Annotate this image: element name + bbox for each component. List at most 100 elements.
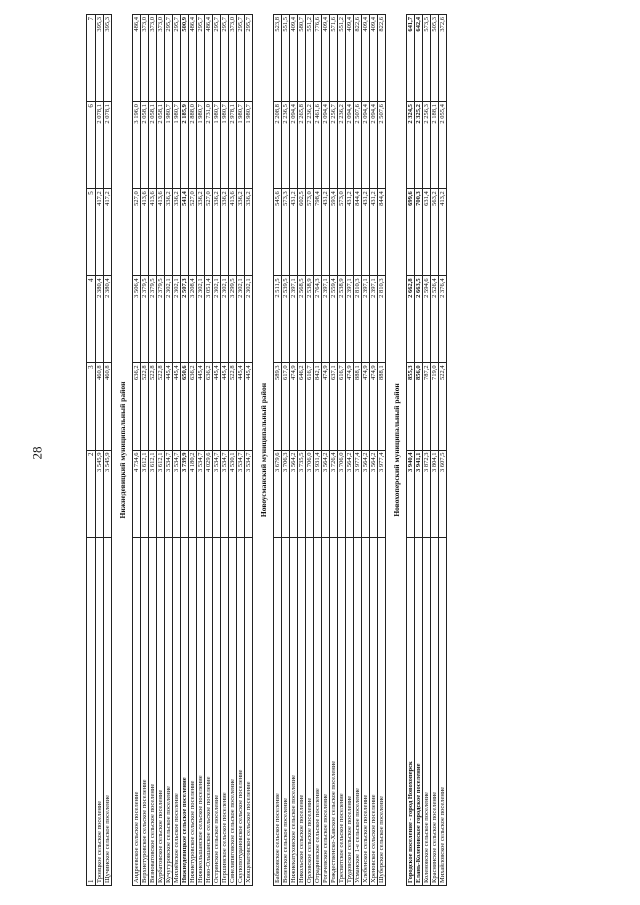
value-cell: 2 094,4 bbox=[289, 101, 298, 189]
value-cell: 373,0 bbox=[228, 14, 237, 102]
value-cell: 2 094,4 bbox=[345, 101, 354, 189]
settlement-name-cell: Городское поселение - город Новохоперск bbox=[406, 537, 415, 886]
value-cell: 417,2 bbox=[95, 188, 104, 276]
value-cell: 445,4 bbox=[164, 362, 173, 451]
value-cell: 3 545,9 bbox=[95, 450, 104, 538]
settlement-name-cell: Верхнетуровское сельское поселение bbox=[140, 537, 149, 886]
value-cell: 2 397,1 bbox=[369, 275, 378, 363]
value-cell: 719,0 bbox=[430, 362, 439, 451]
value-cell: 2 302,1 bbox=[196, 275, 205, 363]
value-cell: 336,2 bbox=[236, 188, 245, 276]
value-cell: 1 980,7 bbox=[196, 101, 205, 189]
value-cell: 3 564,2 bbox=[345, 450, 354, 538]
value-cell: 551,2 bbox=[337, 14, 346, 102]
value-cell: 3 679,6 bbox=[273, 450, 282, 538]
value-cell: 776,6 bbox=[313, 14, 322, 102]
value-cell: 2 511,5 bbox=[273, 275, 282, 363]
value-cell: 2 302,1 bbox=[212, 275, 221, 363]
settlement-name-cell: Хвощеватовское сельское поселение bbox=[244, 537, 253, 886]
value-cell: 636,2 bbox=[204, 362, 213, 451]
value-cell: 580,7 bbox=[297, 14, 306, 102]
value-cell: 617,0 bbox=[281, 362, 290, 451]
value-cell: 2 380,4 bbox=[103, 275, 112, 363]
settlement-name-cell: 1 bbox=[86, 537, 96, 886]
value-cell: 417,2 bbox=[103, 188, 112, 276]
value-cell: 2 302,1 bbox=[164, 275, 173, 363]
value-cell: 1 980,7 bbox=[164, 101, 173, 189]
value-cell: 409,4 bbox=[345, 14, 354, 102]
settlement-name-cell: Кучугуровское сельское поселение bbox=[164, 537, 173, 886]
value-cell: 6 bbox=[86, 101, 96, 189]
value-cell: 2 265,8 bbox=[297, 101, 306, 189]
value-cell: 563,2 bbox=[430, 188, 439, 276]
value-cell: 3 940,4 bbox=[406, 450, 415, 538]
value-cell: 3 564,2 bbox=[369, 450, 378, 538]
value-cell: 2 236,2 bbox=[337, 101, 346, 189]
value-cell: 2 302,1 bbox=[236, 275, 245, 363]
value-cell: 409,4 bbox=[369, 14, 378, 102]
value-cell: 395,3 bbox=[103, 14, 112, 102]
value-cell: 295,7 bbox=[244, 14, 253, 102]
value-cell: 3 564,2 bbox=[361, 450, 370, 538]
value-cell: 445,4 bbox=[244, 362, 253, 451]
value-cell: 3 706,0 bbox=[305, 450, 314, 538]
value-cell: 573,3 bbox=[281, 188, 290, 276]
value-cell: 3 506,4 bbox=[132, 275, 141, 363]
value-cell: 573,0 bbox=[337, 188, 346, 276]
value-cell: 373,0 bbox=[140, 14, 149, 102]
settlement-name-cell: Курбатовское сельское поселение bbox=[156, 537, 165, 886]
value-cell: 3 564,2 bbox=[321, 450, 330, 538]
value-cell: 2 302,1 bbox=[244, 275, 253, 363]
value-cell: 431,2 bbox=[345, 188, 354, 276]
value-cell: 3 612,1 bbox=[148, 450, 157, 538]
settlement-name-cell: Андреевское сельское поселение bbox=[132, 537, 141, 886]
value-cell: 844,4 bbox=[377, 188, 386, 276]
value-cell: 295,7 bbox=[172, 14, 181, 102]
value-cell: 3 706,3 bbox=[281, 450, 290, 538]
value-cell: 3 931,4 bbox=[313, 450, 322, 538]
value-cell: 798,4 bbox=[313, 188, 322, 276]
value-cell: 822,6 bbox=[353, 14, 362, 102]
value-cell: 3 534,7 bbox=[196, 450, 205, 538]
value-cell: 589,3 bbox=[273, 362, 282, 451]
value-cell: 3 977,4 bbox=[377, 450, 386, 538]
value-cell: 460,8 bbox=[95, 362, 104, 451]
value-cell: 409,4 bbox=[289, 14, 298, 102]
value-cell: 2 663,5 bbox=[414, 275, 423, 363]
value-cell: 3 196,0 bbox=[132, 101, 141, 189]
value-cell: 3 545,9 bbox=[103, 450, 112, 538]
value-cell: 373,0 bbox=[156, 14, 165, 102]
district-section-title: Нижнедевицкий муниципальный район bbox=[118, 381, 127, 519]
value-cell: 7 bbox=[86, 14, 96, 102]
value-cell: 409,4 bbox=[321, 14, 330, 102]
value-cell: 474,9 bbox=[369, 362, 378, 451]
settlement-name-cell: Отрадненское сельское поселение bbox=[313, 537, 322, 886]
value-cell: 2 538,9 bbox=[305, 275, 314, 363]
value-cell: 844,4 bbox=[353, 188, 362, 276]
value-cell: 1 980,7 bbox=[220, 101, 229, 189]
value-cell: 522,8 bbox=[140, 362, 149, 451]
value-cell: 527,0 bbox=[132, 188, 141, 276]
page-number: 28 bbox=[29, 446, 45, 460]
value-cell: 631,4 bbox=[422, 188, 431, 276]
value-cell: 413,6 bbox=[156, 188, 165, 276]
value-cell: 486,4 bbox=[132, 14, 141, 102]
value-cell: 822,6 bbox=[377, 14, 386, 102]
value-cell: 573,5 bbox=[422, 14, 431, 102]
value-cell: 445,4 bbox=[220, 362, 229, 451]
value-cell: 445,4 bbox=[236, 362, 245, 451]
